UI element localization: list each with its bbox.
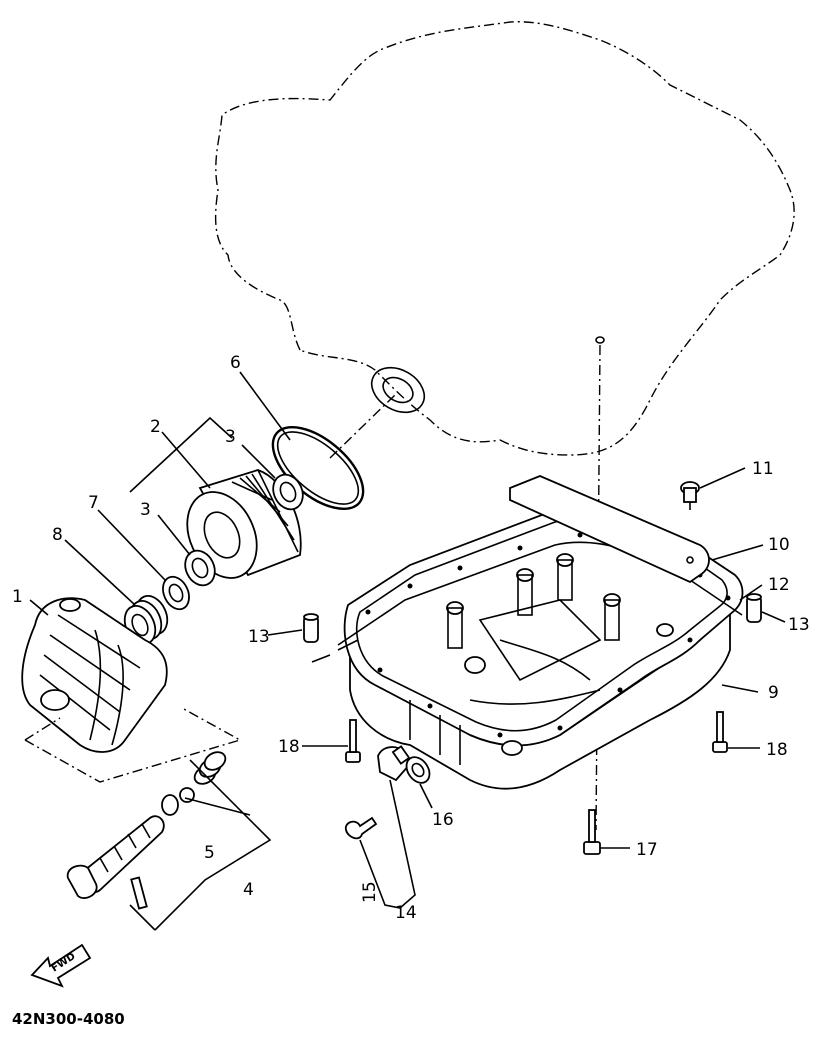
alignment-dot <box>595 336 605 344</box>
bolt-18-right <box>712 711 728 753</box>
callout-1: 1 <box>12 587 23 607</box>
drain-bracket <box>359 779 416 909</box>
strainer-bracket <box>129 759 272 931</box>
dowel-leader-left <box>311 639 359 663</box>
callout-3-upper: 3 <box>225 427 236 447</box>
callout-12: 12 <box>768 575 790 595</box>
forward-arrow-icon: FWD <box>30 943 92 988</box>
callout-8: 8 <box>52 525 63 545</box>
callout-17: 17 <box>636 840 658 860</box>
callout-5: 5 <box>204 843 215 863</box>
gasket-16 <box>405 756 431 784</box>
callout-2: 2 <box>150 417 161 437</box>
alignment-line-filter <box>329 394 396 459</box>
filter-spring-seat-upper <box>272 473 304 511</box>
baffle-plate <box>509 475 710 584</box>
callout-leaders <box>29 371 786 849</box>
bolt-18-left <box>345 719 361 763</box>
callout-18-left: 18 <box>278 737 300 757</box>
callout-15: 15 <box>360 881 380 903</box>
callout-4: 4 <box>243 880 254 900</box>
callout-11: 11 <box>752 459 774 479</box>
oil-filter-cover <box>21 597 168 753</box>
callout-10: 10 <box>768 535 790 555</box>
bolt-11 <box>680 481 700 510</box>
bolt-17 <box>583 809 601 855</box>
callout-9: 9 <box>768 683 779 703</box>
callout-16: 16 <box>432 810 454 830</box>
oil-strainer <box>66 815 165 910</box>
cover-bracket <box>24 707 242 783</box>
callout-13-right: 13 <box>788 615 810 635</box>
drain-bolt-14 <box>377 745 412 782</box>
callout-13-left: 13 <box>248 627 270 647</box>
part-code: 42N300-4080 <box>12 1010 125 1028</box>
oil-pan <box>343 506 744 790</box>
spring-5 <box>161 751 227 816</box>
washer-7 <box>162 575 190 611</box>
filter-spring-seat-lower <box>184 549 216 587</box>
dowel-pin-13-right <box>746 593 762 623</box>
callout-3-lower: 3 <box>140 500 151 520</box>
callout-18-right: 18 <box>766 740 788 760</box>
screw-15 <box>344 816 378 840</box>
dowel-pin-13-left <box>303 613 319 643</box>
crankcase-outline <box>214 21 795 456</box>
callout-7: 7 <box>88 493 99 513</box>
callout-6: 6 <box>230 353 241 373</box>
filter-mount-boss <box>370 366 426 414</box>
callout-14: 14 <box>395 903 417 923</box>
